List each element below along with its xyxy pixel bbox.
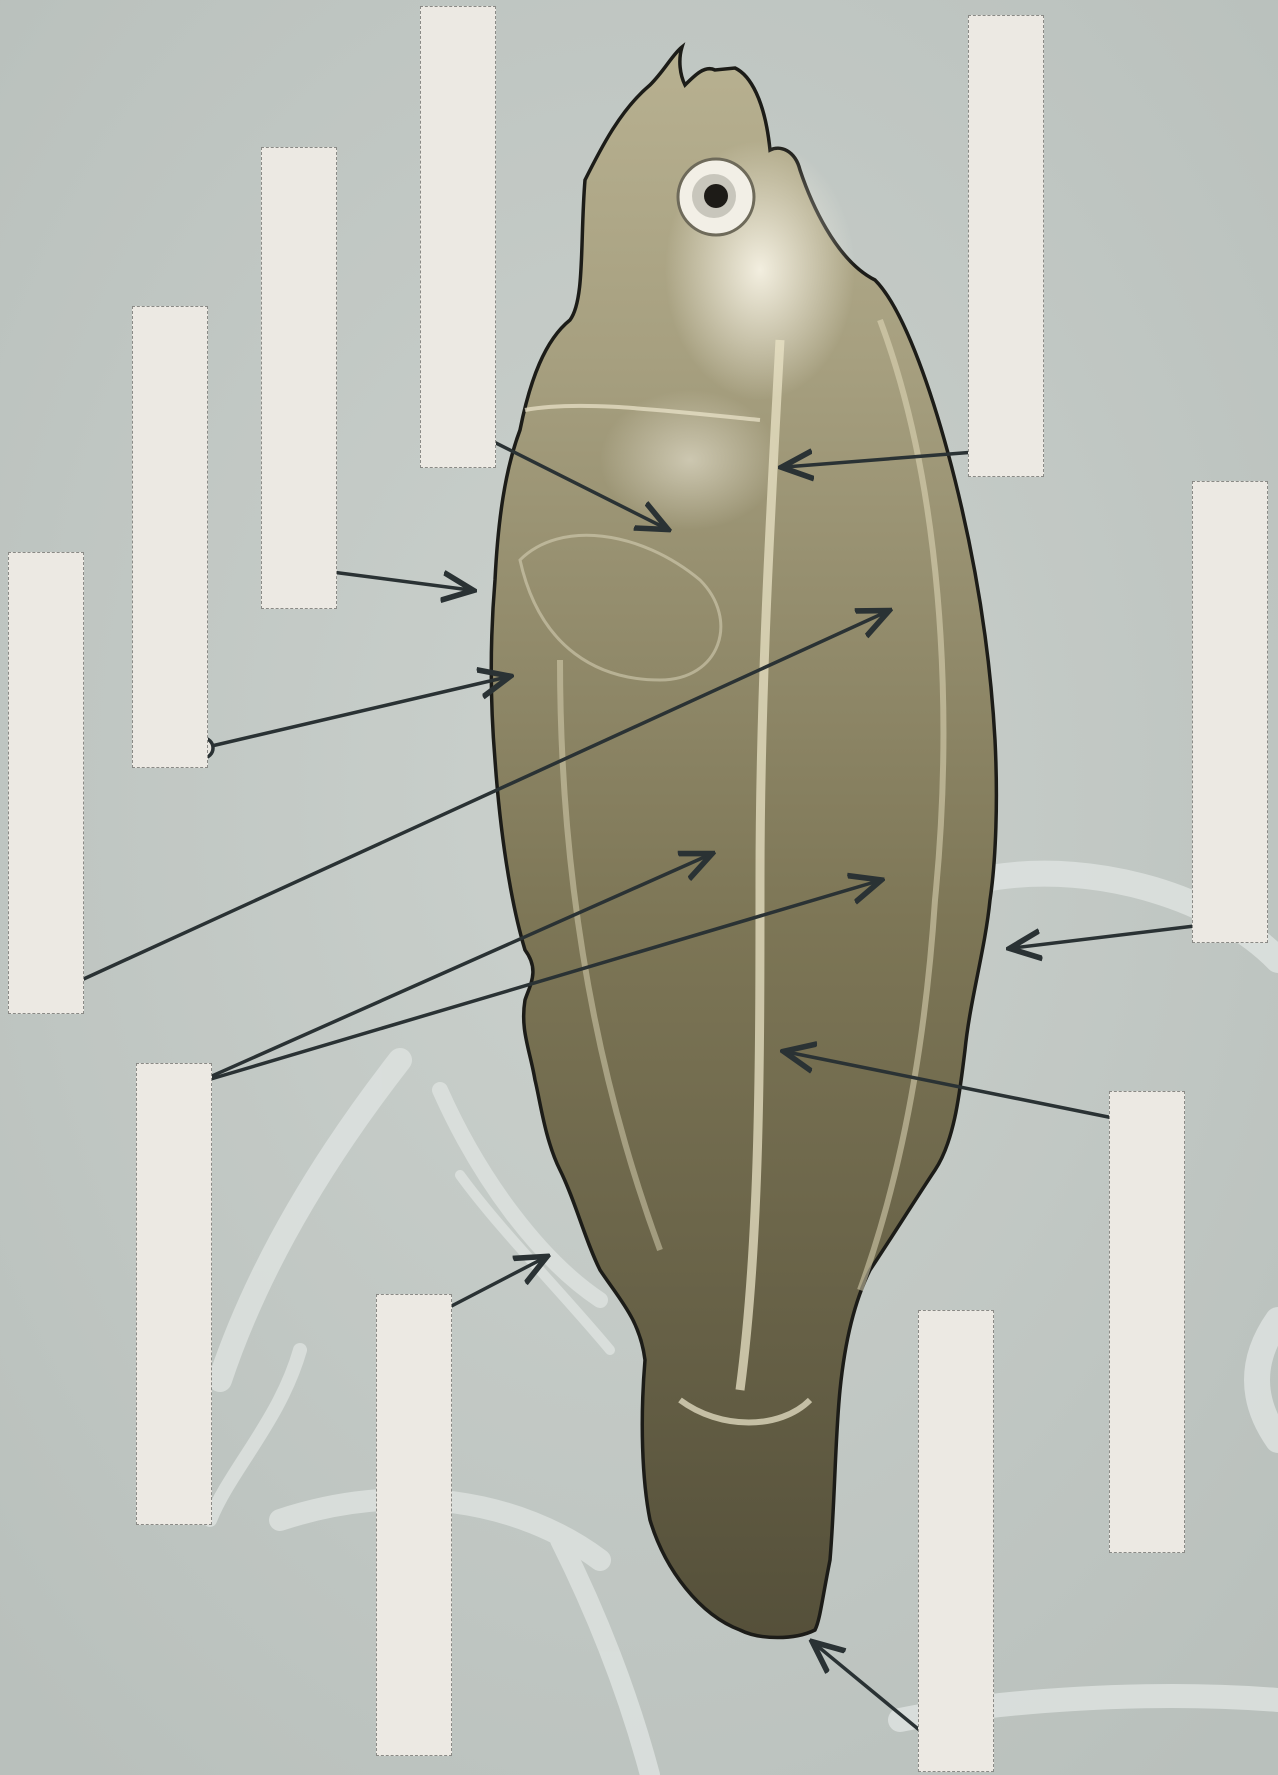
label-box-4[interactable]	[132, 306, 208, 768]
leader-line-4	[203, 677, 507, 748]
label-box-7[interactable]	[136, 1063, 212, 1525]
label-box-8[interactable]	[1109, 1091, 1185, 1553]
label-box-5[interactable]	[8, 552, 84, 1014]
leader-line-9	[440, 1258, 544, 1312]
eye	[678, 159, 754, 235]
label-box-6[interactable]	[1192, 481, 1268, 943]
label-box-3[interactable]	[261, 147, 337, 609]
leader-line-6	[1013, 924, 1211, 948]
label-box-1[interactable]	[420, 6, 496, 468]
label-box-10[interactable]	[918, 1310, 994, 1772]
label-box-9[interactable]	[376, 1294, 452, 1756]
label-box-2[interactable]	[968, 15, 1044, 477]
